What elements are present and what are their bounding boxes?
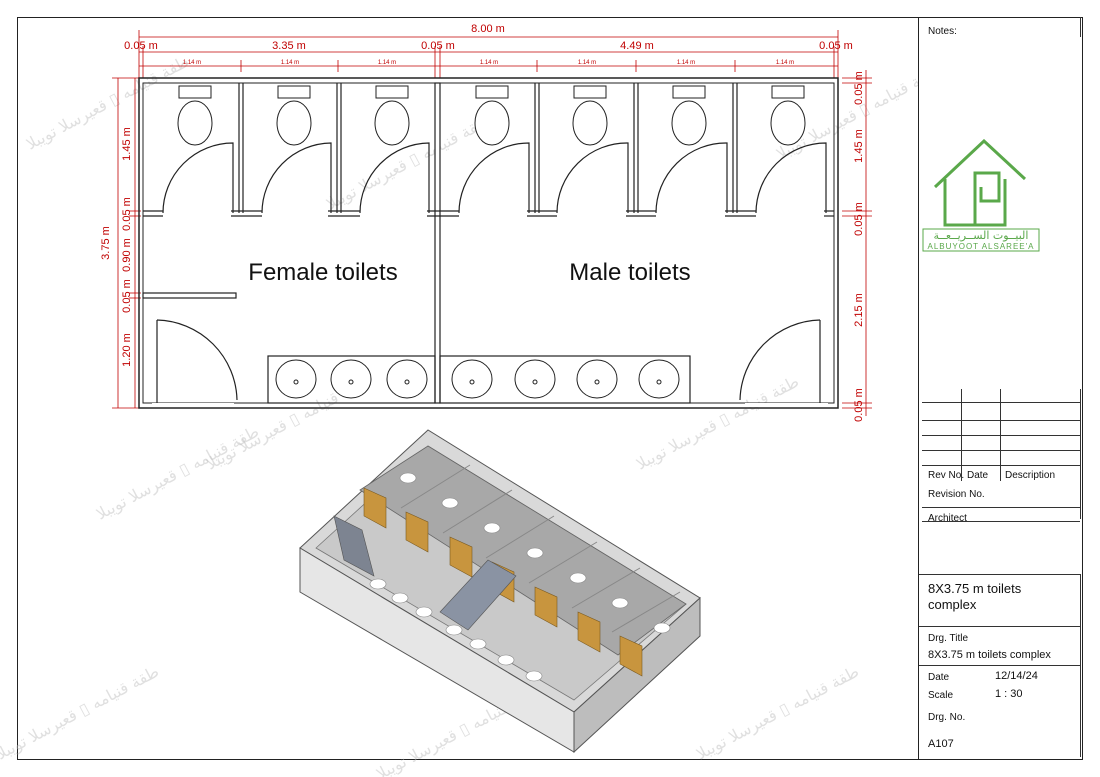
tb-divider (922, 402, 1080, 403)
company-logo: البيــوت الســريــعــة ALBUYOOT ALSAREE'… (922, 139, 1040, 252)
left-dim: 1.20 m (121, 333, 133, 367)
sink-fixture (576, 359, 618, 399)
drg-title-label: Drg. Title (928, 633, 969, 644)
top-dim: 4.49 m (620, 40, 654, 52)
title-block: Notes: البيــوت الســريــعــة ALBUYOOT A… (918, 17, 1083, 760)
toilet-fixture (770, 85, 806, 146)
cubicle-dim: 1.14 m (578, 60, 596, 66)
tb-divider (1080, 389, 1081, 519)
top-dimensions (138, 30, 839, 78)
left-dim: 0.90 m (121, 238, 133, 272)
watermark-text: طقة قنيامه ▯ قعيرسلا تويبلا (693, 662, 863, 765)
tb-divider (1080, 574, 1081, 757)
top-dim: 3.35 m (272, 40, 306, 52)
drg-no-value: A107 (928, 738, 954, 750)
tb-divider (919, 574, 1080, 575)
sink-fixture (638, 359, 680, 399)
architect-label: Architect (928, 513, 967, 521)
cubicle-dim: 1.14 m (378, 60, 396, 66)
rev-description-label: Description (1005, 470, 1056, 481)
top-dim: 0.05 m (421, 40, 455, 52)
notes-label: Notes: (928, 26, 957, 37)
room-label-male: Male toilets (569, 259, 690, 286)
tb-divider (1000, 389, 1001, 481)
logo-latin-text: ALBUYOOT ALSAREE'A (928, 242, 1035, 251)
date-label: Date (928, 672, 950, 683)
cubicle-dim: 1.14 m (281, 60, 299, 66)
right-dim: 2.15 m (853, 293, 865, 327)
tb-divider (922, 420, 1080, 421)
drg-title-value: 8X3.75 m toilets complex (928, 649, 1051, 661)
project-title: 8X3.75 m toilets complex (928, 581, 1022, 612)
watermark-text: طقة قنيامه ▯ قعيرسلا تويبلا (0, 662, 163, 765)
floor-plan (138, 77, 839, 409)
watermark-text: طقة قنيامه ▯ قعيرسلا تويبلا (23, 52, 193, 155)
toilet-fixture (177, 85, 213, 146)
rev-no-label: Rev No. (928, 470, 965, 481)
tb-divider (919, 665, 1080, 666)
scale-label: Scale (928, 690, 954, 701)
toilet-fixture (572, 85, 608, 146)
scale-value: 1 : 30 (995, 688, 1023, 700)
room-label-female: Female toilets (248, 259, 397, 286)
left-dim: 1.45 m (121, 127, 133, 161)
overall-width-dim: 8.00 m (471, 23, 505, 35)
revision-no-label: Revision No. (928, 489, 985, 500)
cubicle-dim: 1.14 m (776, 60, 794, 66)
cubicle-dim: 1.14 m (677, 60, 695, 66)
date-value: 12/14/24 (995, 670, 1038, 682)
cubicle-dim: 1.14 m (480, 60, 498, 66)
drg-no-label: Drg. No. (928, 712, 966, 723)
right-dim: 0.05 m (853, 71, 865, 105)
sink-fixture (330, 359, 372, 399)
sink-fixture (514, 359, 556, 399)
rev-date-label: Date (967, 470, 989, 481)
watermark-text: طقة قنيامه ▯ قعيرسلا تويبلا (93, 422, 263, 525)
right-dim: 0.05 m (853, 202, 865, 236)
tb-divider (922, 507, 1080, 508)
tb-divider (922, 450, 1080, 451)
tb-divider (922, 521, 1080, 522)
tb-divider (922, 435, 1080, 436)
sink-fixture (275, 359, 317, 399)
top-dim: 0.05 m (124, 40, 158, 52)
toilet-fixture (374, 85, 410, 146)
toilet-fixture (276, 85, 312, 146)
toilet-fixture (671, 85, 707, 146)
toilet-fixture (474, 85, 510, 146)
sink-fixture (451, 359, 493, 399)
drawing-canvas: طقة قنيامه ▯ قعيرسلا تويبلا طقة قنيامه ▯… (0, 23, 918, 777)
cubicle-dim: 1.14 m (183, 60, 201, 66)
top-dim: 0.05 m (819, 40, 853, 52)
sheet-border (17, 17, 1083, 760)
left-dim: 0.05 m (121, 279, 133, 313)
tb-divider (922, 465, 1080, 466)
isometric-view (299, 429, 701, 754)
right-dimensions (842, 70, 872, 416)
tb-divider (961, 389, 962, 481)
left-dimensions (112, 77, 141, 409)
sink-fixture (386, 359, 428, 399)
right-dim: 0.05 m (853, 388, 865, 422)
sink-fixtures (275, 359, 680, 399)
logo-arabic-text: البيــوت الســريــعــة (934, 229, 1029, 242)
right-dim: 1.45 m (853, 129, 865, 163)
overall-depth-dim: 3.75 m (100, 226, 112, 260)
left-dim: 0.05 m (121, 197, 133, 231)
notes-divider (1080, 17, 1081, 37)
toilet-fixtures (177, 85, 806, 146)
tb-divider (919, 626, 1080, 627)
